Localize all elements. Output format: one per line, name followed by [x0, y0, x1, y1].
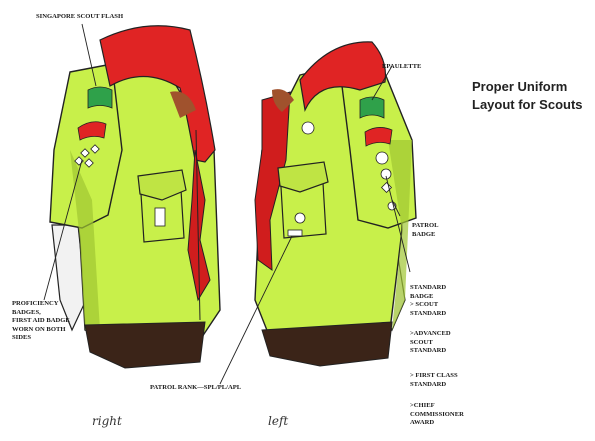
label-patrol-badge-line: BADGE: [412, 231, 439, 240]
caption-left: left: [268, 414, 288, 428]
label-first-class: > FIRST CLASS STANDARD: [410, 372, 458, 389]
label-patrol-badge-line: PATROL: [412, 222, 439, 231]
label-standard-badge-line: STANDARD: [410, 284, 446, 293]
label-proficiency-line: WORN ON BOTH: [12, 326, 70, 335]
label-singapore-scout-flash: SINGAPORE SCOUT FLASH: [36, 13, 123, 22]
label-chief-commissioner: >CHIEF COMMISSIONER AWARD: [410, 402, 464, 428]
label-proficiency-line: BADGES,: [12, 309, 70, 318]
label-standard-badge: STANDARD BADGE > SCOUT STANDARD: [410, 284, 446, 318]
left-view-shirt: [255, 42, 416, 366]
label-first-class-line: STANDARD: [410, 381, 458, 390]
label-proficiency-line: PROFICIENCY: [12, 300, 70, 309]
label-standard-badge-line: BADGE: [410, 293, 446, 302]
label-first-class-line: > FIRST CLASS: [410, 372, 458, 381]
caption-right: right: [92, 414, 122, 428]
label-chief-commissioner-line: >CHIEF: [410, 402, 464, 411]
label-epaulette: EPAULETTE: [382, 63, 421, 72]
title-line-2: Layout for Scouts: [472, 96, 583, 114]
label-advanced-line: SCOUT: [410, 339, 451, 348]
label-proficiency-line: FIRST AID BADGE: [12, 317, 70, 326]
diagram-title: Proper Uniform Layout for Scouts: [472, 78, 583, 114]
label-standard-badge-line: STANDARD: [410, 310, 446, 319]
label-advanced-line: >ADVANCED: [410, 330, 451, 339]
title-line-1: Proper Uniform: [472, 78, 583, 96]
label-standard-badge-line: > SCOUT: [410, 301, 446, 310]
label-advanced-scout: >ADVANCED SCOUT STANDARD: [410, 330, 451, 356]
label-advanced-line: STANDARD: [410, 347, 451, 356]
label-patrol-badge: PATROL BADGE: [412, 222, 439, 239]
right-view-shirt: [50, 26, 220, 368]
label-patrol-rank: PATROL RANK—SPL/PL/APL: [150, 384, 241, 393]
label-proficiency-line: SIDES: [12, 334, 70, 343]
label-proficiency-badges: PROFICIENCY BADGES, FIRST AID BADGE WORN…: [12, 300, 70, 343]
label-chief-commissioner-line: AWARD: [410, 419, 464, 428]
label-chief-commissioner-line: COMMISSIONER: [410, 411, 464, 420]
